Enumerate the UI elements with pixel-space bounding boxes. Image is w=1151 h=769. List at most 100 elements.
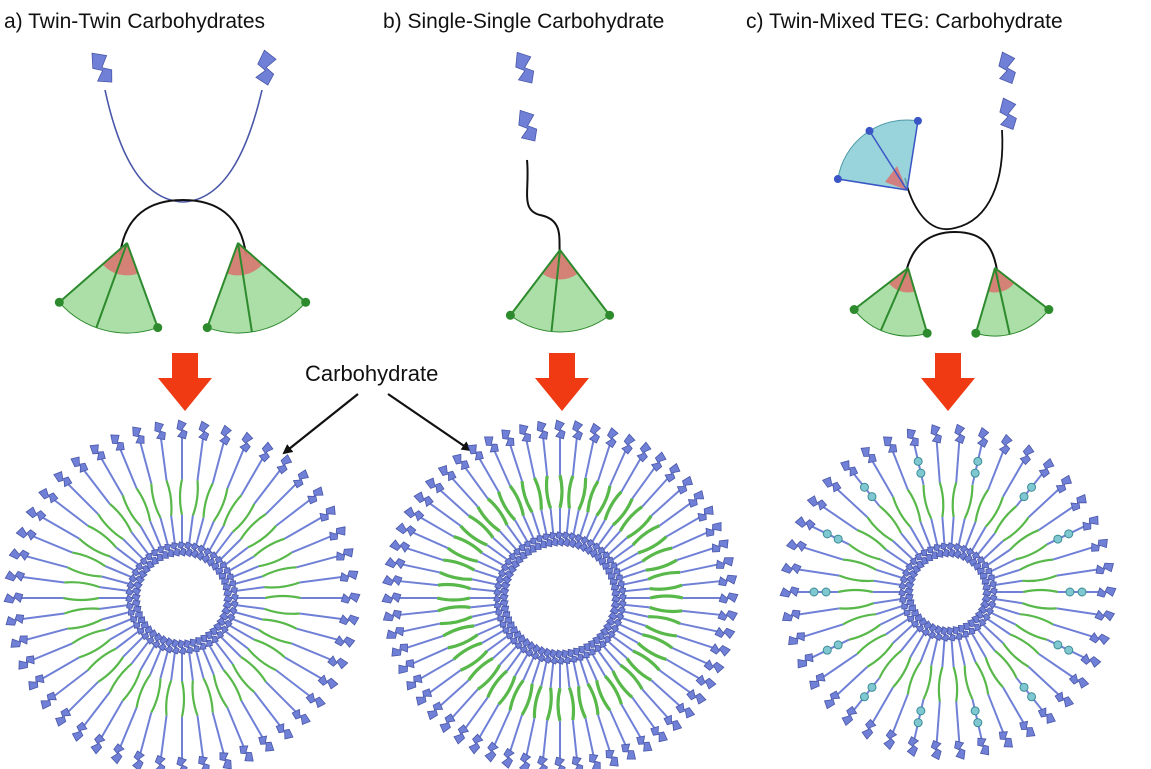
teg-end-dot (833, 175, 842, 184)
outer-spacer (641, 688, 670, 720)
outer-spacer (25, 627, 68, 641)
amphiphile-unit (779, 586, 914, 598)
hydrophobic-segment (452, 641, 483, 661)
hydrophobic-segment (446, 546, 478, 563)
outer-carbohydrate-icon (860, 446, 877, 464)
outer-spacer (658, 501, 692, 527)
outer-spacer (41, 516, 80, 540)
teg-end-dot (865, 126, 874, 135)
assembly-arrow-a (158, 353, 212, 411)
inner-carbohydrate-icon (920, 548, 934, 562)
amphiphile-unit (567, 648, 601, 769)
inner-carbohydrate-icon (974, 609, 991, 622)
inner-carbohydrate-icon (602, 621, 620, 634)
outer-spacer (52, 669, 89, 698)
inner-carbohydrate-icon (125, 593, 141, 603)
amphiphile-unit (781, 593, 914, 622)
hydrophobic-segment (258, 628, 292, 645)
teg-icon (973, 718, 983, 728)
outer-carbohydrate-icon (780, 562, 802, 575)
outer-carbohydrate-icon (176, 419, 188, 440)
teg-icon (1053, 640, 1063, 650)
teg-icon (867, 682, 877, 692)
hydrophobic-segment (577, 686, 587, 719)
hydrophobic-segment (906, 661, 922, 695)
carbohydrate-callout-label: Carbohydrate (305, 361, 438, 386)
outer-spacer (493, 449, 511, 487)
outer-carbohydrate-icon (998, 731, 1013, 748)
outer-carbohydrate-icon (588, 422, 602, 444)
inner-carbohydrate-icon (189, 542, 200, 559)
amphiphile-unit (610, 557, 734, 591)
outer-spacer (571, 720, 578, 760)
inner-carbohydrate-icon (609, 605, 626, 616)
inner-carbohydrate-icon (502, 621, 515, 634)
outer-carbohydrate-icon (718, 574, 738, 587)
teg-icon (821, 587, 831, 597)
carbohydrate-icon (91, 52, 113, 83)
hydrophobic-segment (437, 582, 471, 591)
outer-carbohydrate-icon (484, 741, 499, 763)
hydrophobic-segment (922, 484, 933, 520)
amphiphile-unit (218, 505, 336, 580)
linker-cone (885, 166, 907, 190)
outer-spacer (211, 712, 225, 755)
outer-carbohydrate-icon (621, 433, 636, 455)
outer-carbohydrate-icon (1055, 474, 1073, 494)
outer-carbohydrate-icon (663, 714, 683, 732)
hydrophobic-segment (891, 496, 912, 528)
amphiphile-unit (906, 428, 944, 558)
dendron-wedge (509, 249, 611, 333)
inner-carbohydrate-icon (500, 562, 518, 575)
outer-carbohydrate-icon (650, 451, 667, 472)
outer-carbohydrate-icon (338, 614, 360, 626)
outer-carbohydrate-icon (28, 674, 45, 691)
amphiphile-unit (4, 570, 142, 597)
outer-spacer (802, 623, 844, 638)
outer-carbohydrate-icon (809, 672, 826, 690)
inner-carbohydrate-icon (145, 629, 159, 645)
outer-carbohydrate-icon (154, 421, 166, 441)
hydrophobic-segment (222, 494, 243, 527)
inner-carbohydrate-icon (610, 581, 625, 591)
amphiphile-unit (578, 646, 637, 760)
dendron-branch (237, 242, 253, 333)
amphiphile-unit (437, 464, 528, 561)
outer-spacer (641, 476, 670, 508)
outer-spacer (676, 635, 715, 650)
amphiphile-unit (537, 648, 559, 769)
amphiphile-unit (977, 604, 1102, 668)
amphiphile-unit (200, 441, 274, 564)
inner-carbohydrate-icon (976, 561, 990, 576)
inner-carbohydrate-icon (946, 542, 956, 558)
outer-carbohydrate-icon (1019, 444, 1035, 466)
outer-carbohydrate-icon (25, 506, 47, 522)
inner-carbohydrate-icon (131, 567, 148, 580)
outer-spacer (411, 647, 449, 665)
inner-carbohydrate-icon (605, 616, 623, 628)
teg-icon (1064, 529, 1074, 539)
outer-spacer (196, 715, 205, 759)
hydrophobic-segment (180, 680, 186, 717)
amphiphile-unit (946, 626, 966, 760)
outer-carbohydrate-icon (841, 705, 858, 727)
outer-carbohydrate-icon (709, 643, 731, 657)
inner-carbohydrate-icon (509, 630, 523, 645)
amphiphile-unit (599, 626, 707, 705)
outer-carbohydrate-icon (976, 426, 990, 448)
inner-carbohydrate-icon (171, 542, 180, 557)
outer-spacer (411, 531, 449, 549)
inner-carbohydrate-icon (171, 638, 181, 655)
outer-carbohydrate-icon (89, 444, 106, 461)
outer-carbohydrate-icon (797, 653, 814, 669)
outer-carbohydrate-icon (823, 690, 841, 710)
hydrophobic-segment (78, 537, 111, 558)
core-linker (904, 230, 999, 279)
inner-carbohydrate-icon (145, 552, 160, 566)
amphiphile-unit (930, 424, 950, 558)
dendron-branch (853, 267, 909, 311)
outer-spacer (679, 563, 719, 574)
outer-spacer (211, 441, 225, 484)
hydrophobic-segment (121, 494, 142, 527)
amphiphile-unit (976, 494, 1087, 576)
